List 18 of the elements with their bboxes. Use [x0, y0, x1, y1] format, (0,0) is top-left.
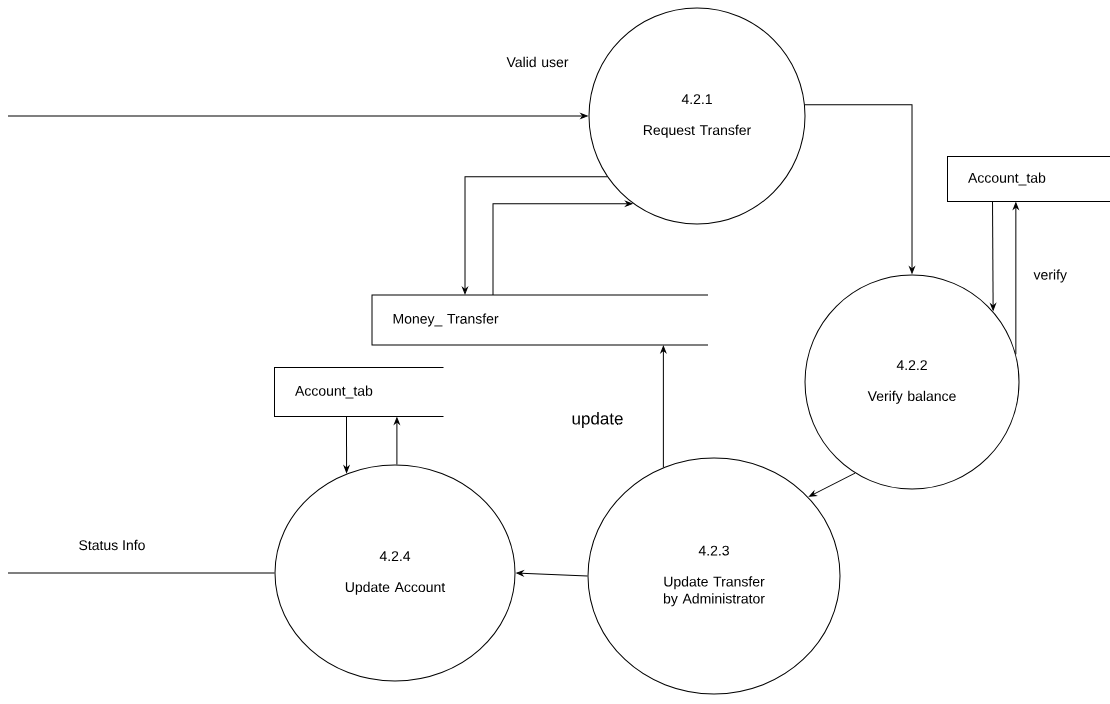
- edge-label: Valid user: [506, 56, 569, 68]
- edge-label: verify: [1033, 269, 1067, 283]
- edge-label: Status Info: [79, 539, 145, 551]
- arrow: [343, 416, 350, 473]
- edge-label: update: [572, 412, 623, 428]
- data-store: Account_tab: [274, 367, 444, 417]
- arrow: [804, 104, 915, 274]
- arrow: [990, 201, 996, 311]
- arrow: [1013, 202, 1019, 355]
- data-store: Account_tab: [947, 156, 1110, 202]
- arrow: [394, 417, 400, 465]
- arrow: [660, 345, 667, 468]
- arrow: [492, 200, 633, 296]
- arrow: [462, 176, 608, 295]
- data-store: Money_ Transfer: [371, 294, 709, 346]
- arrow: [808, 472, 856, 497]
- arrow: [516, 570, 588, 577]
- arrow: [7, 113, 588, 119]
